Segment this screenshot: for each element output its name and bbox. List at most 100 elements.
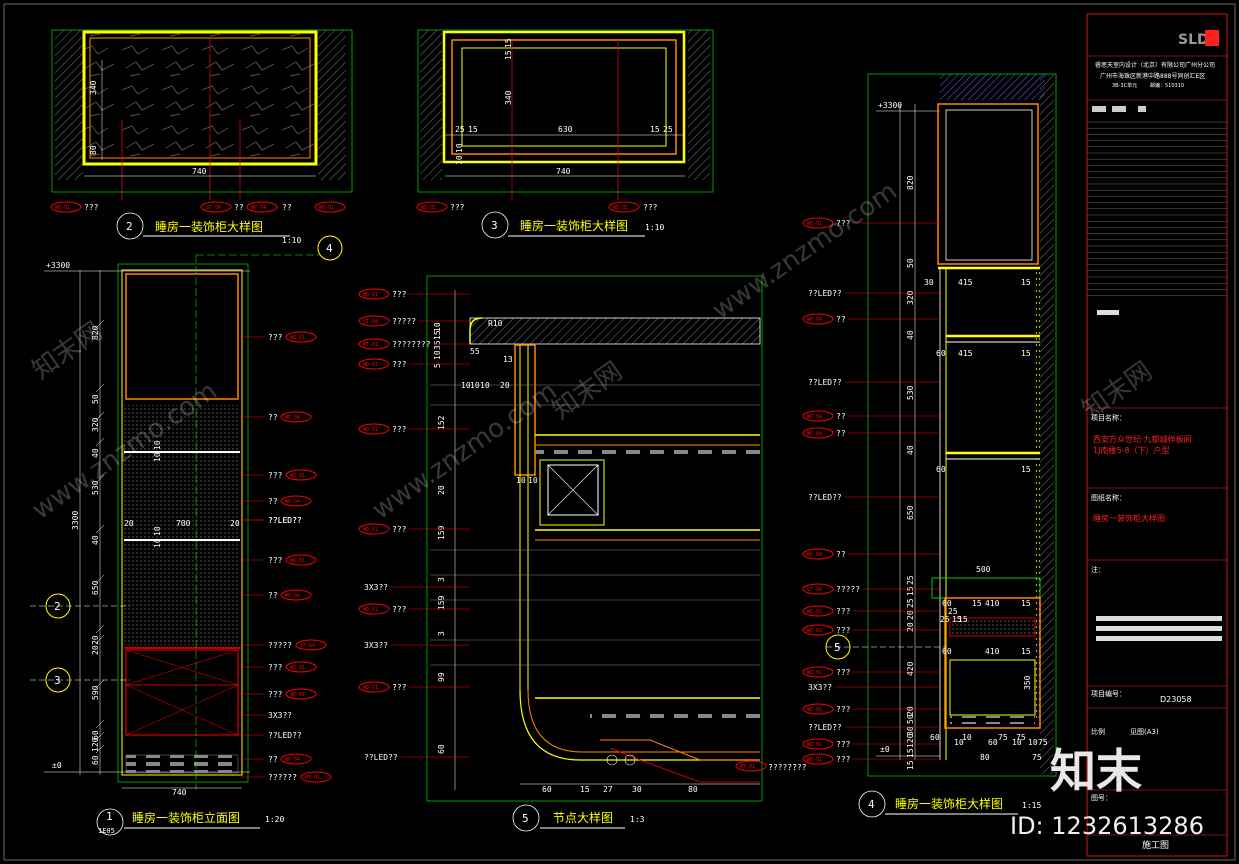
- v3-dim: 15: [504, 50, 513, 60]
- v1-scale: 1:20: [265, 815, 284, 824]
- v4-label-note: ???: [836, 668, 851, 677]
- v5-dim: 13: [503, 355, 513, 364]
- v4-label-tag: WD-01: [807, 757, 822, 763]
- v4-dim: 320: [906, 290, 915, 305]
- v4-right-dim: 415: [958, 278, 973, 287]
- v4-dim: 820: [906, 175, 915, 190]
- v4-dim: 15: [958, 615, 968, 624]
- v5-label-tag: WD-01: [363, 292, 378, 298]
- v1-label-note: ??????: [268, 773, 297, 782]
- v5-dim: 10: [480, 381, 490, 390]
- v4-label-tag: WD-01: [807, 707, 822, 713]
- v5-bottom-note: ????????: [768, 763, 807, 772]
- v2-tag: WP-04: [251, 205, 266, 211]
- v5-mid-dim: 10: [516, 476, 526, 485]
- company-address2: 3B-3C单元: [1112, 82, 1137, 89]
- v4-dim: 650: [906, 505, 915, 520]
- v5-dim: 20: [437, 485, 446, 495]
- v4-dim: 60: [942, 647, 952, 656]
- v1-dim: 20: [91, 635, 100, 645]
- v4-label-note: ??LED??: [808, 378, 842, 387]
- v5-dim: 3: [437, 577, 446, 582]
- v4-dim: 20: [906, 610, 915, 620]
- v4-dim: 50: [906, 714, 915, 724]
- project-name: 西安万众世纪·九都城样板间: [1093, 434, 1192, 444]
- v5-label-note: ???: [392, 290, 407, 299]
- v1-inner: 20: [124, 519, 134, 528]
- v3-note: ???: [643, 203, 658, 212]
- v3-dim: 25: [663, 125, 673, 134]
- v5-label-note: 3X3??: [364, 583, 388, 592]
- v5-label-tag: ST-04: [363, 319, 378, 325]
- v5-label-note: ???: [392, 683, 407, 692]
- v5-label-note: ???: [392, 425, 407, 434]
- v1-label-tag: WP-04: [285, 757, 300, 763]
- v1-title-number: 1: [106, 810, 113, 823]
- v1-level-bottom: ±0: [52, 761, 62, 770]
- v5-dim: 80: [688, 785, 698, 794]
- v1-inner-dim: 10: [153, 440, 162, 450]
- watermark-diagonal: www.znzmo.com: [707, 176, 903, 326]
- v1-label-tag: WP-04: [285, 415, 300, 421]
- v1-label-tag: MT-01: [305, 775, 320, 781]
- v5-dim: 159: [437, 525, 446, 540]
- v5-label-tag: WD-01: [363, 527, 378, 533]
- v3-title: 睡房一装饰柜大样图: [520, 218, 628, 233]
- v1-dim: 590: [91, 685, 100, 700]
- v5-dim: 99: [437, 672, 446, 682]
- v5-bottom-tag: MT-01: [740, 764, 755, 770]
- v5-dim: 55: [470, 347, 480, 356]
- v4-dim: 15: [906, 748, 915, 758]
- v1-label-note: ??: [268, 413, 278, 422]
- v1-label-tag: WP-04: [285, 593, 300, 599]
- v4-title-number: 4: [868, 798, 875, 811]
- v5-dim: 15: [433, 330, 442, 340]
- v5-label-tag: MT-01: [363, 342, 378, 348]
- v4-label-note: ??LED??: [808, 493, 842, 502]
- v4-dim: 60: [936, 465, 946, 474]
- v4-label-note: ???: [836, 219, 851, 228]
- v1-section4-mark: 4: [326, 242, 333, 255]
- v4-label-tag: WD-01: [807, 609, 822, 615]
- v3-dim: 25: [455, 125, 465, 134]
- company-address: 广州市海珠区新港中路888号同创汇E区: [1100, 72, 1205, 80]
- view-1: +3300 ±0 3300 82050320405304065020205906…: [30, 235, 343, 836]
- v5-label-note: ????????: [392, 340, 431, 349]
- v1-dim: 820: [91, 325, 100, 340]
- v4-dim: 15: [1021, 465, 1031, 474]
- v1-dim: 530: [91, 480, 100, 495]
- v4-label-note: ??LED??: [808, 723, 842, 732]
- v1-inner: 20: [230, 519, 240, 528]
- v4-right-dim: 410: [985, 599, 1000, 608]
- v4-dim: 30: [924, 278, 934, 287]
- v4-dim: 25: [948, 607, 958, 616]
- note-label: 注：: [1091, 565, 1105, 574]
- v1-label-note: 3X3??: [268, 711, 292, 720]
- v1-label-tag: WD-01: [290, 335, 305, 341]
- v2-dim: 740: [192, 167, 207, 176]
- watermark-id: ID: 1232613286: [1010, 812, 1204, 840]
- v4-dim: 25: [906, 575, 915, 585]
- v4-dim: 10: [1012, 738, 1022, 747]
- v4-label-tag: ST-04: [807, 587, 822, 593]
- v1-label-note: ??: [268, 497, 278, 506]
- v2-dim: 340: [89, 80, 98, 95]
- company-postcode: 邮编：510310: [1150, 82, 1184, 89]
- v5-dim: 60: [437, 744, 446, 754]
- v5-dim: 10: [433, 322, 442, 332]
- v1-dim: 20: [91, 645, 100, 655]
- v4-label-note: ??: [836, 315, 846, 324]
- v2-tag: ST-04: [206, 205, 221, 211]
- v5-scale: 1:3: [630, 815, 645, 824]
- v5-label-note: ??LED??: [364, 753, 398, 762]
- v4-dim: 25: [940, 615, 950, 624]
- v4-dim: 10: [954, 738, 964, 747]
- v4-dim: 15: [906, 760, 915, 770]
- v5-label-note: 3X3??: [364, 641, 388, 650]
- v1-label-tag: WD-01: [290, 558, 305, 564]
- v1-inner-dim: 10: [153, 526, 162, 536]
- sheet-border: [3, 3, 1236, 861]
- v5-dim: 20: [500, 381, 510, 390]
- view-4: +3300 ±0 8205032040530406502515252020420…: [802, 73, 1057, 818]
- v3-tag: WD-01: [613, 205, 628, 211]
